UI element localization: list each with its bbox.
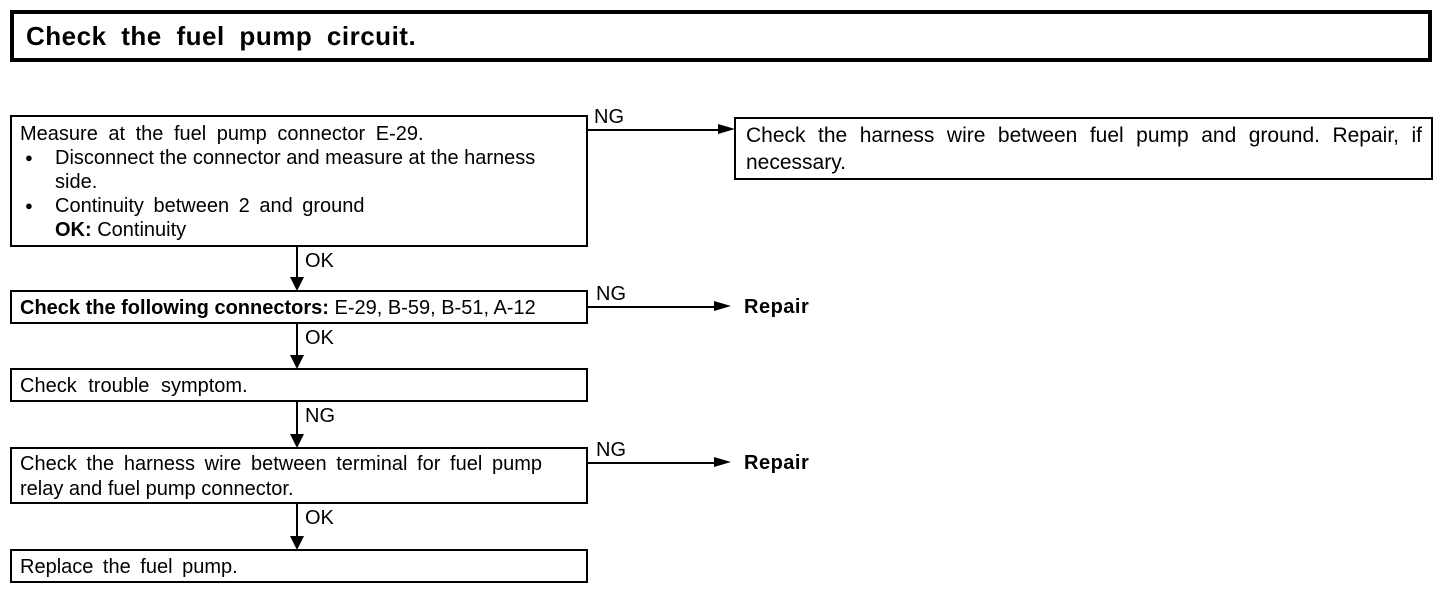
- repair-label-1: Repair: [744, 296, 810, 318]
- ok-connector-line-2: [296, 324, 298, 355]
- arrow-down-icon: [290, 434, 304, 448]
- title-box: Check the fuel pump circuit.: [10, 10, 1432, 62]
- arrow-down-icon: [290, 277, 304, 291]
- ng-arrow-line-1: [588, 129, 718, 131]
- step1-bullet-text-2: Continuity between 2 and ground: [55, 195, 365, 217]
- ok-connector-line-3: [296, 504, 298, 536]
- step1-ok-condition: OK: Continuity: [20, 218, 578, 242]
- ng-connector-line: [296, 402, 298, 434]
- ng-label-3: NG: [596, 439, 626, 461]
- bullet-icon: ●: [25, 150, 33, 165]
- ng-arrow-line-2: [588, 306, 714, 308]
- step1-box: Measure at the fuel pump connector E-29.…: [10, 115, 588, 247]
- step1-instruction: Measure at the fuel pump connector E-29.: [20, 123, 424, 145]
- step1-bullet-item-1: ● Disconnect the connector and measure a…: [20, 146, 578, 194]
- step2-connector-list: E-29, B-59, B-51, A-12: [328, 297, 536, 319]
- repair-label-2: Repair: [744, 452, 810, 474]
- arrow-right-icon: [714, 301, 731, 311]
- ok-condition-label: OK:: [55, 219, 92, 241]
- bullet-icon: ●: [25, 198, 33, 213]
- arrow-down-icon: [290, 536, 304, 550]
- ng-label-1: NG: [594, 106, 624, 128]
- step1-bullet-text-1: Disconnect the connector and measure at …: [55, 147, 536, 193]
- arrow-down-icon: [290, 355, 304, 369]
- page-title: Check the fuel pump circuit.: [26, 21, 417, 51]
- ng-arrow-line-3: [588, 462, 714, 464]
- arrow-right-icon: [714, 457, 731, 467]
- step2-bold-text: Check the following connectors:: [20, 297, 329, 319]
- step2-box: Check the following connectors: E-29, B-…: [10, 290, 588, 324]
- arrow-right-icon: [718, 124, 735, 134]
- step3-box: Check trouble symptom.: [10, 368, 588, 402]
- ok-connector-line-1: [296, 247, 298, 277]
- ng-result-box-1: Check the harness wire between fuel pump…: [734, 117, 1433, 180]
- ok-condition-value: Continuity: [97, 219, 187, 241]
- ng-label-down: NG: [305, 405, 335, 427]
- step1-bullet-item-2: ● Continuity between 2 and ground: [20, 194, 578, 218]
- ok-label-2: OK: [305, 327, 334, 349]
- step4-box: Check the harness wire between terminal …: [10, 447, 588, 504]
- ok-label-3: OK: [305, 507, 334, 529]
- ng-label-2: NG: [596, 283, 626, 305]
- ok-label-1: OK: [305, 250, 334, 272]
- step5-box: Replace the fuel pump.: [10, 549, 588, 583]
